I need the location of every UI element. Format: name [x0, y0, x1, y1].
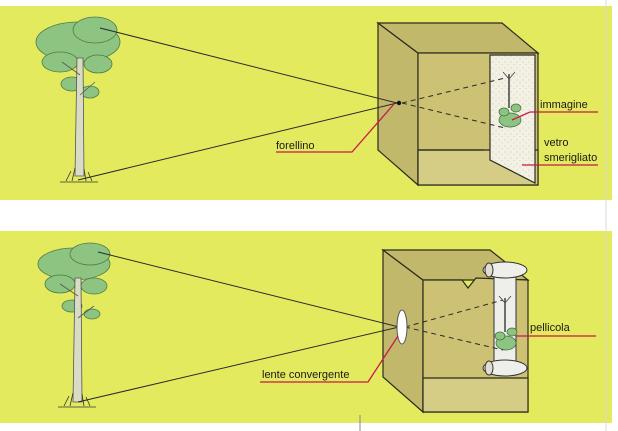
pinhole-camera-box — [376, 21, 540, 187]
label-lente-convergente: lente convergente — [262, 369, 349, 381]
converging-lens — [396, 309, 408, 345]
lens-camera-box — [381, 248, 530, 414]
tree-trunk — [61, 57, 96, 177]
light-rays — [77, 251, 504, 403]
box-floor — [422, 377, 529, 413]
lens-panel: pellicola lente convergente — [0, 231, 612, 423]
pinhole-panel: forellino immagine vetro smerigliato — [0, 6, 612, 200]
inverted-tree-image — [494, 295, 518, 351]
inverted-tree-image — [498, 71, 522, 128]
tree-object — [37, 242, 111, 408]
tree-trunk — [59, 277, 95, 403]
label-forellino: forellino — [276, 140, 315, 152]
tree-foliage — [35, 16, 121, 99]
page-ticks — [359, 0, 607, 431]
pinhole-leaders — [276, 103, 598, 166]
label-smerigliato: smerigliato — [544, 152, 597, 164]
label-pellicola: pellicola — [530, 322, 571, 334]
label-vetro: vetro — [544, 137, 568, 149]
tree-object — [35, 16, 121, 183]
pinhole-aperture — [396, 100, 402, 106]
tree-grass — [60, 167, 98, 183]
tree-grass — [58, 392, 96, 408]
light-rays — [77, 27, 506, 181]
lens-leaders — [260, 335, 596, 383]
label-immagine: immagine — [540, 99, 588, 111]
